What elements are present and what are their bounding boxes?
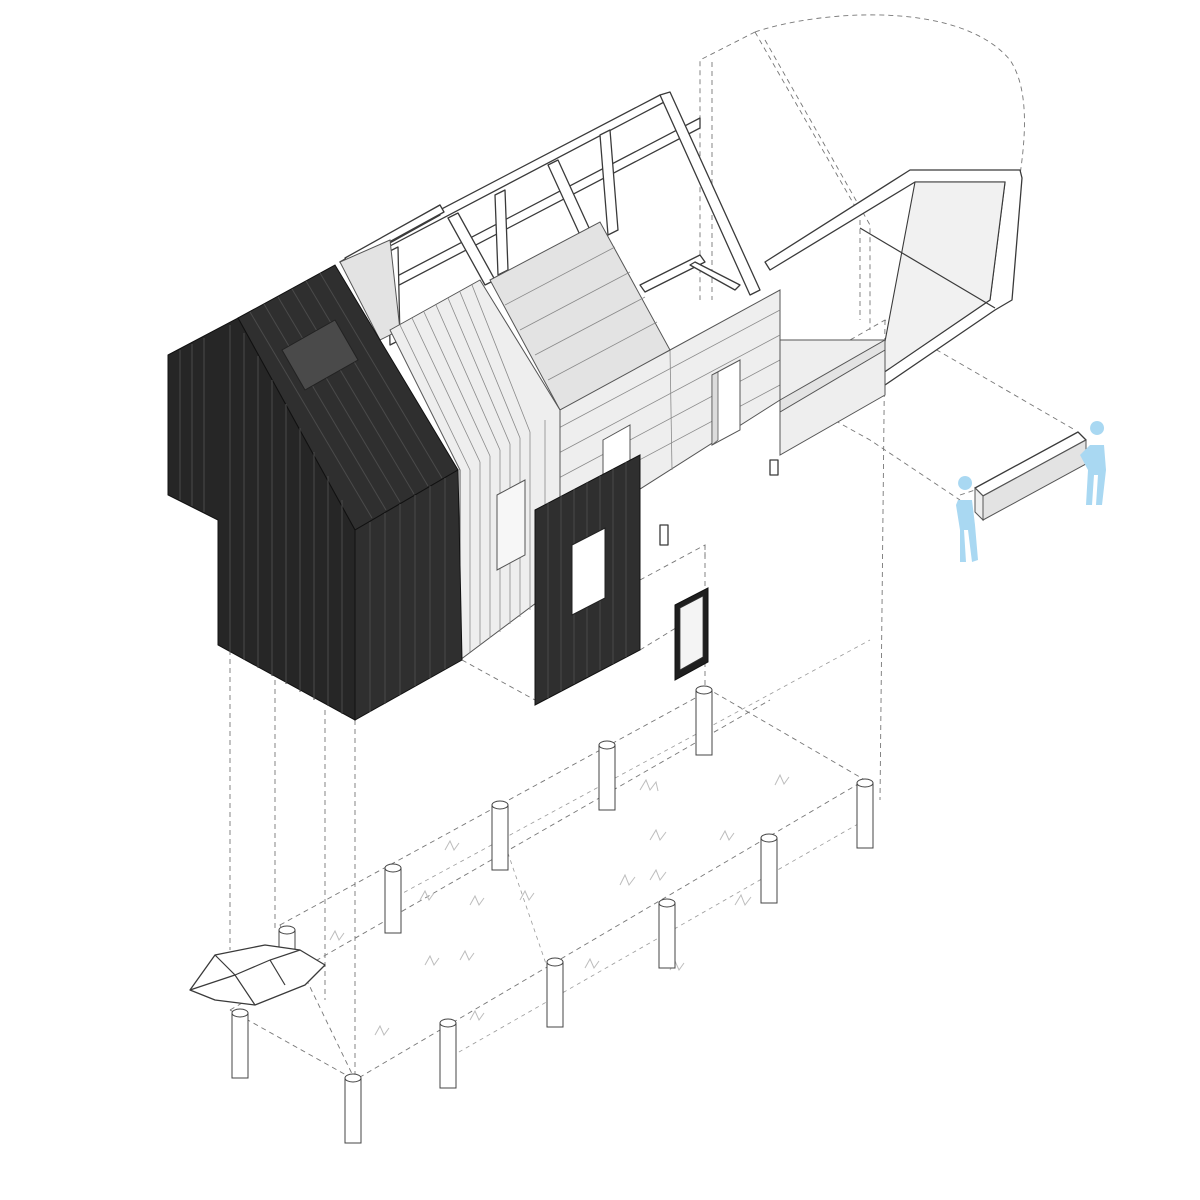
beam-element: [974, 431, 1087, 522]
detached-cladding-panel: [534, 454, 641, 706]
ground-plants: [329, 773, 790, 1037]
dark-timber-cladding-shell: [167, 264, 463, 721]
pile: [231, 1008, 249, 1079]
pile: [439, 1018, 457, 1089]
pile: [491, 800, 509, 871]
pile: [598, 740, 616, 811]
pile: [695, 685, 713, 756]
human-figure: [956, 476, 978, 562]
pile: [856, 778, 874, 849]
pile: [760, 833, 778, 904]
pile: [384, 863, 402, 934]
pile: [546, 957, 564, 1028]
boulder: [189, 944, 326, 1006]
pile: [658, 898, 676, 969]
gable-frame: [764, 169, 1023, 386]
human-figure: [1080, 421, 1106, 505]
door-frame: [674, 587, 709, 681]
skylight: [281, 319, 359, 391]
pile-foundations: [231, 685, 874, 1144]
pile: [344, 1073, 362, 1144]
